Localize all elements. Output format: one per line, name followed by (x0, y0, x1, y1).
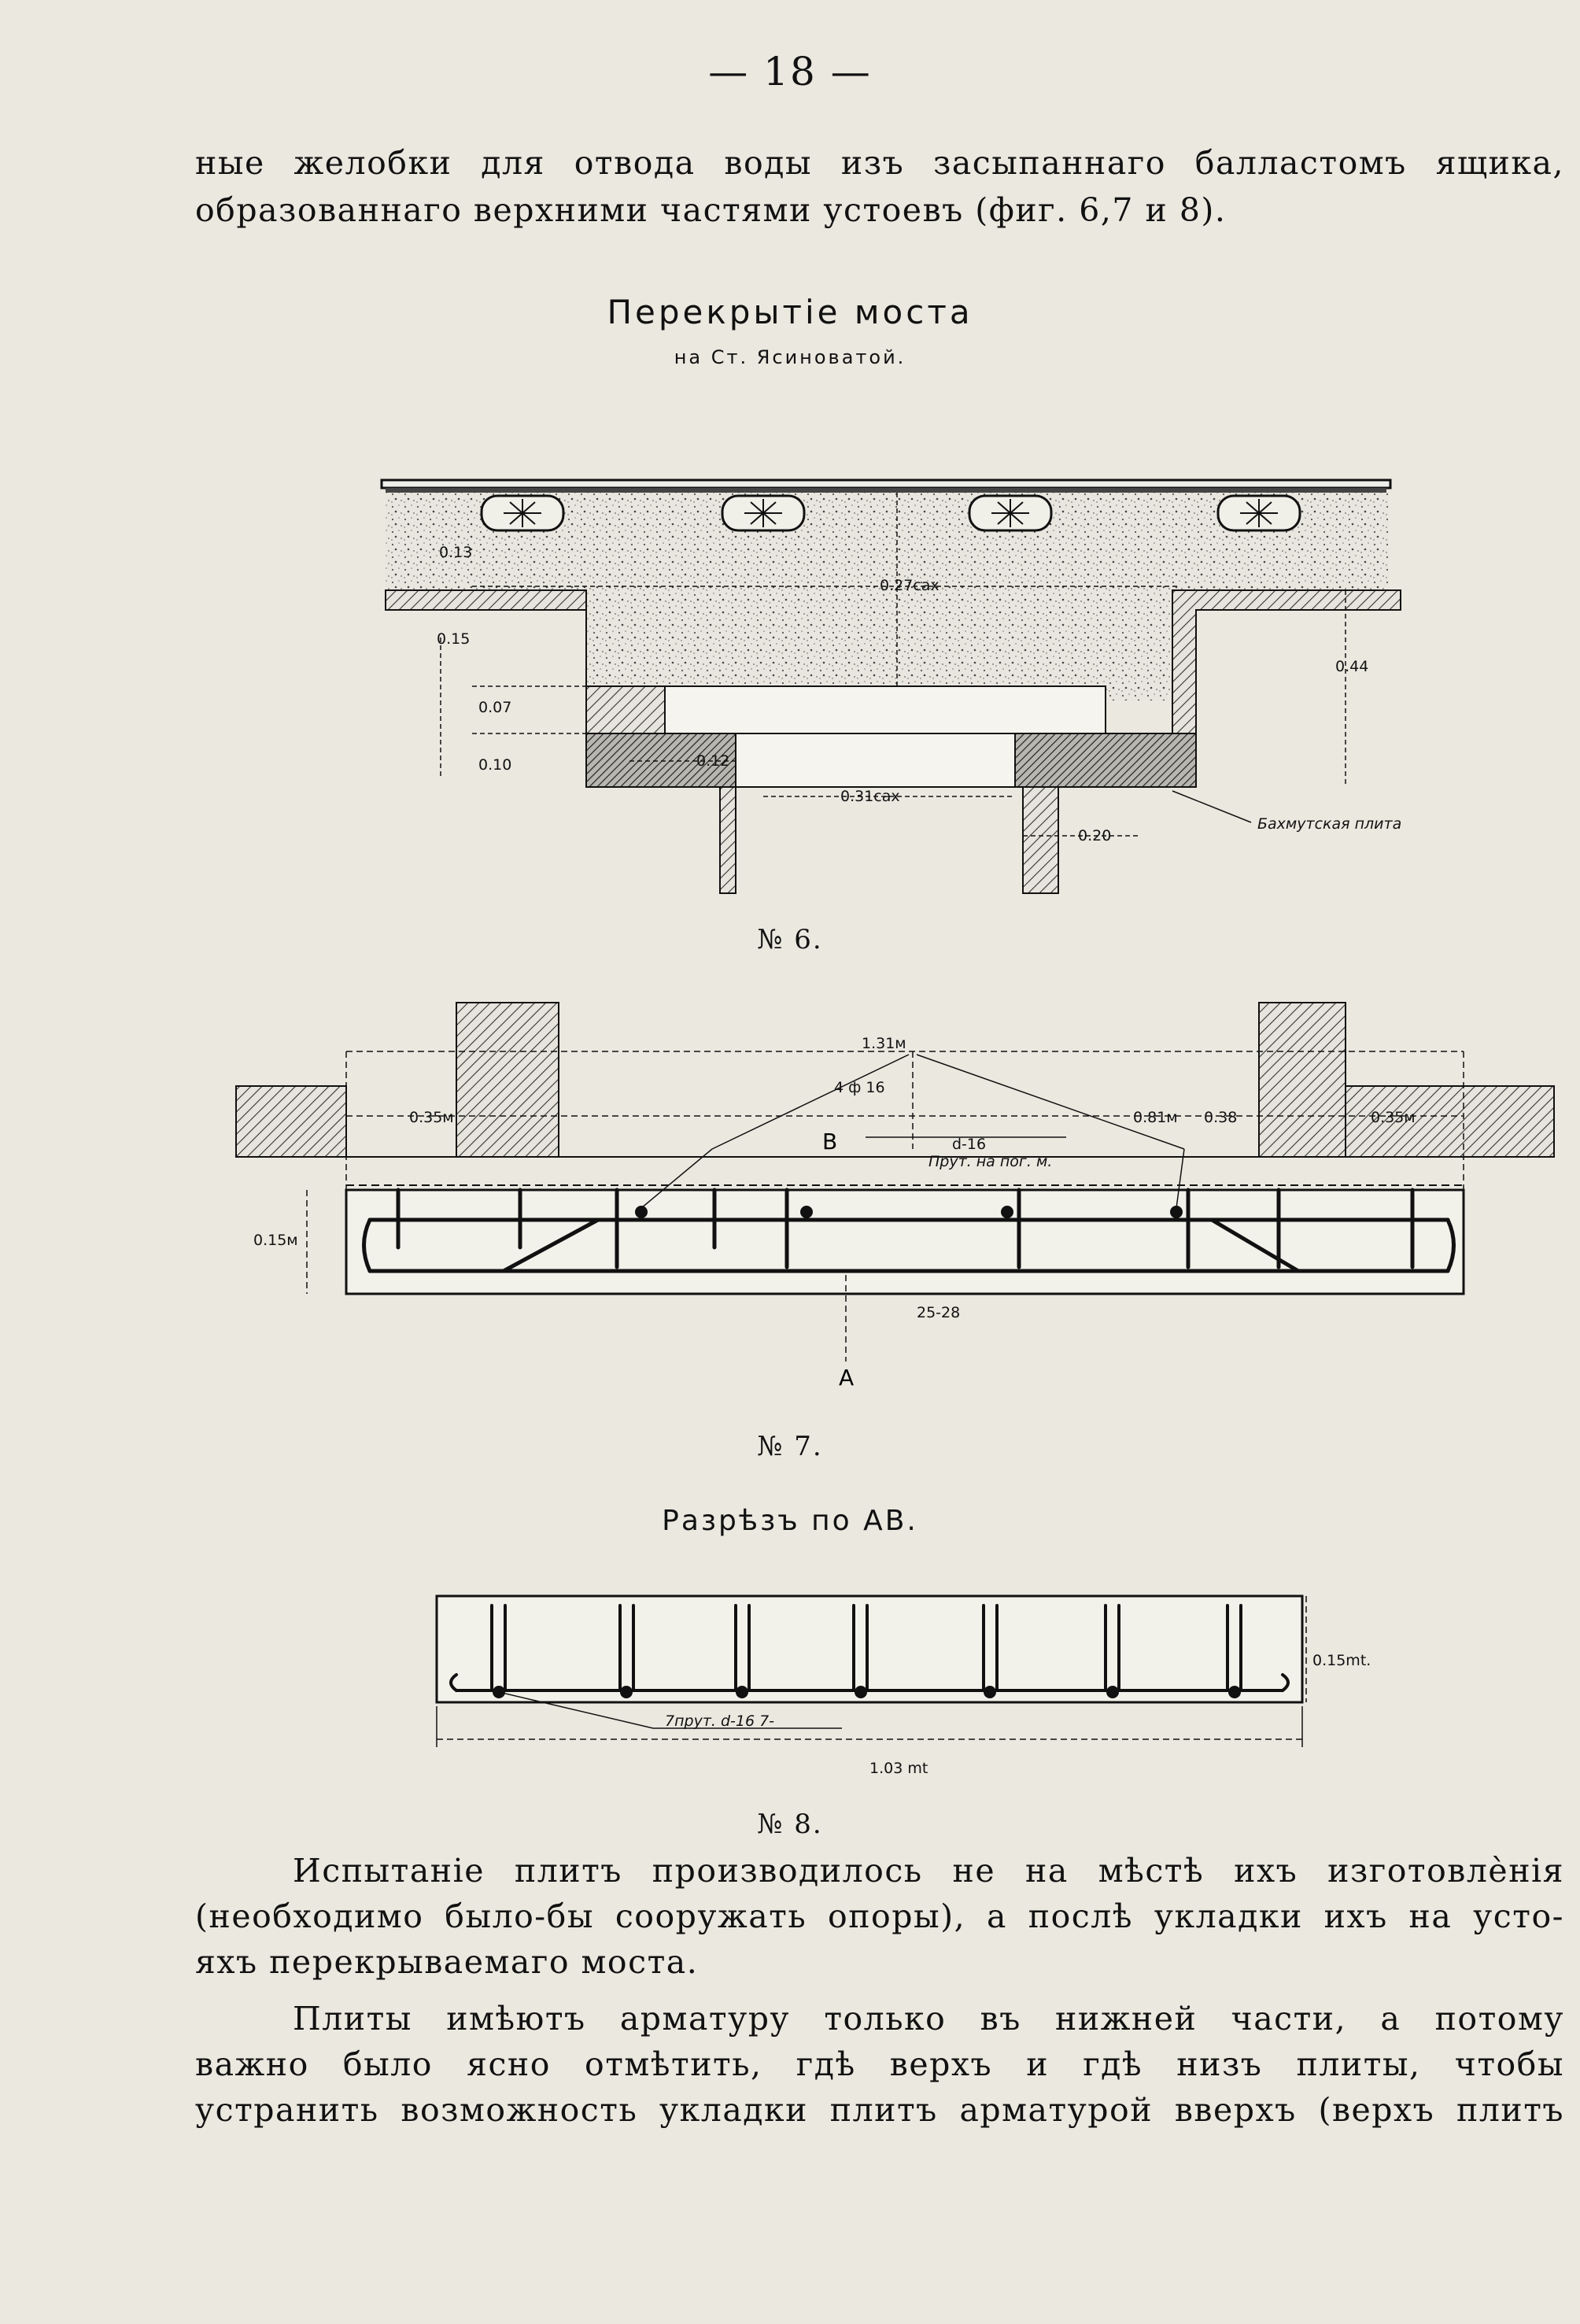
diameter-label: d-16 (952, 1136, 986, 1153)
figure-8-title: Разрѣзъ по АВ. (662, 1505, 918, 1537)
page-number: — 18 — (708, 49, 872, 94)
paragraph-line: образованнаго верхними частями устоевъ (… (195, 191, 1227, 229)
figure-8-caption: № 8. (757, 1809, 823, 1840)
dim-label: 0.15м (253, 1232, 298, 1249)
dim-label: 0.07 (478, 699, 511, 716)
dim-label: 0.81м (1133, 1109, 1178, 1126)
dim-label: 0.31сах (840, 788, 900, 805)
dim-label: 1.03 mt (869, 1760, 928, 1777)
sleeper-group (480, 494, 1301, 532)
paragraph-line: Испытаніе плитъ производилось не на мѣст… (293, 1852, 1564, 1890)
paragraph-line: Плиты имѣютъ арматуру только въ нижней ч… (293, 2000, 1564, 2038)
dim-label: 0.10 (478, 756, 511, 774)
dim-label: 0.15 (437, 630, 470, 648)
figure-6-subtitle: на Ст. Ясиноватой. (674, 346, 906, 368)
dim-label: 0.27сах (880, 577, 940, 594)
paragraph-line: устранить возможность укладки плитъ арма… (195, 2091, 1564, 2129)
dim-label: 0.13 (439, 544, 472, 561)
dim-label: 0.44 (1335, 658, 1368, 675)
figure-6-title: Перекрытіе моста (607, 293, 973, 331)
section-letter: А (839, 1365, 854, 1391)
figure-8-drawing: 0.15mt. 7прут. d-16 7- 1.03 mt (435, 1594, 1371, 1777)
dim-label: 0.15mt. (1312, 1652, 1371, 1669)
paragraph-line: яхъ перекрываемаго моста. (195, 1943, 699, 1981)
dim-label: 0.35м (409, 1109, 454, 1126)
dim-label: 0.38 (1204, 1109, 1237, 1126)
paragraph-line: ные желобки для отвода воды изъ засыпанн… (195, 144, 1564, 182)
bars-label: 4 ф 16 (834, 1079, 885, 1096)
figure-6-caption: № 6. (757, 924, 823, 955)
rods-note: Прут. на пог. м. (928, 1153, 1052, 1170)
figure-6-drawing: 0.13 0.27сах 0.15 0.44 0.07 0.10 0.12 0.… (380, 478, 1401, 894)
figure-7-caption: № 7. (757, 1431, 823, 1462)
dim-label: 0.12 (696, 752, 729, 770)
material-label: Бахмутская плита (1257, 815, 1401, 833)
rods-label: 7прут. d-16 7- (665, 1713, 774, 1730)
paragraph-line: (необходимо было-бы сооружать опоры), а … (195, 1897, 1564, 1935)
section-letter: В (822, 1129, 837, 1155)
paragraph-line: важно было ясно отмѣтить, гдѣ верхъ и гд… (195, 2045, 1564, 2083)
angle-label: 25-28 (917, 1304, 960, 1321)
dim-label: 0.20 (1078, 827, 1111, 844)
dim-label: 0.35м (1371, 1109, 1416, 1126)
figure-7-drawing: 1.31м 4 ф 16 0.35м 0.81м 0.38 0.35м Прут… (235, 1002, 1555, 1391)
dim-label: 1.31м (862, 1035, 906, 1052)
